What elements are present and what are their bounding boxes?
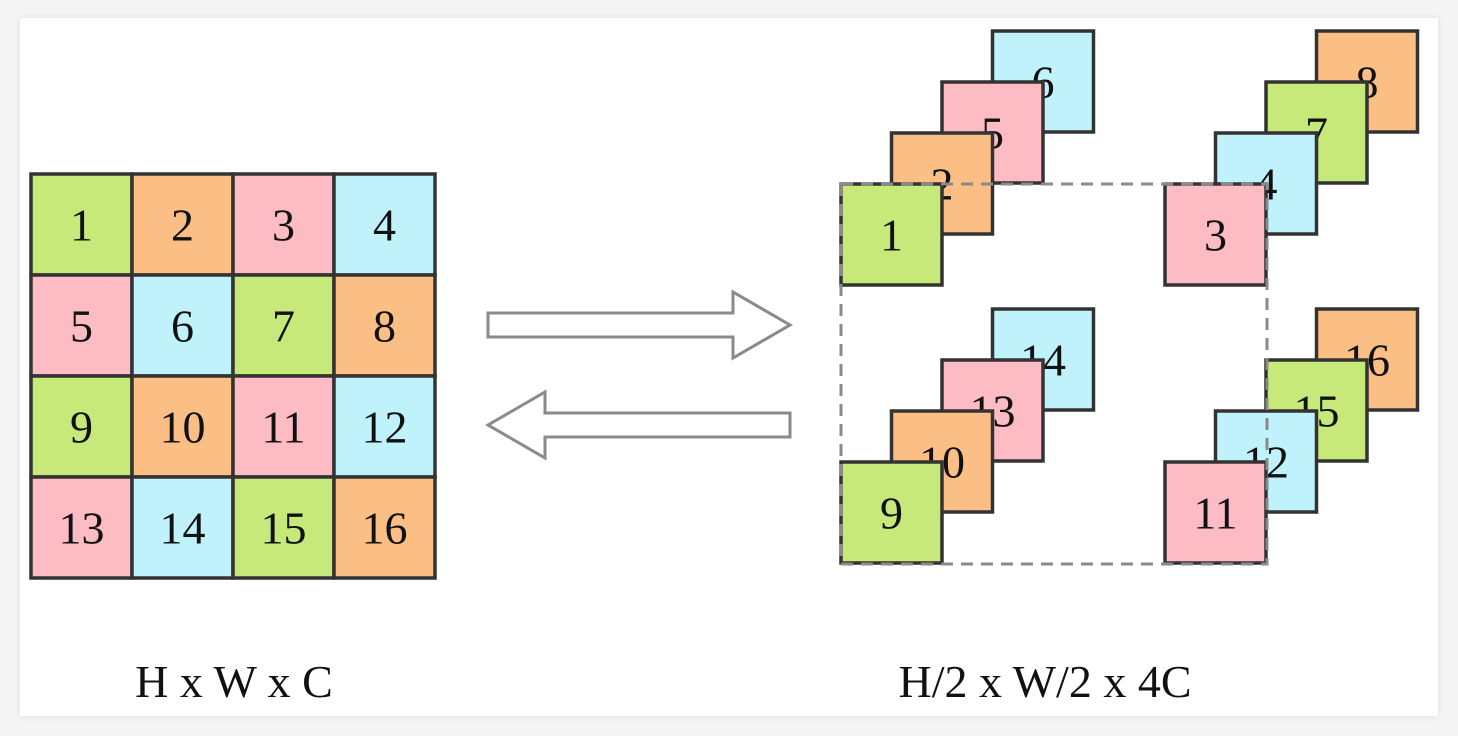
grid-cell-6-label: 6 bbox=[171, 301, 194, 352]
grid-cell-1-box bbox=[29, 172, 134, 277]
grid-cell-7: 7 bbox=[231, 273, 336, 378]
stack-card-9-label: 9 bbox=[880, 488, 903, 539]
grid-cell-1-label: 1 bbox=[70, 200, 93, 251]
stack-card-9: 9 bbox=[839, 460, 944, 565]
grid-cell-1: 1 bbox=[29, 172, 134, 277]
grid-cell-3: 3 bbox=[231, 172, 336, 277]
input-shape-label: H x W x C bbox=[135, 656, 333, 707]
grid-cell-13: 13 bbox=[29, 475, 134, 580]
grid-cell-10-box bbox=[130, 374, 235, 479]
grid-cell-12-box bbox=[332, 374, 437, 479]
stack-card-3-box bbox=[1163, 182, 1268, 287]
grid-cell-2: 2 bbox=[130, 172, 235, 277]
stack-group-4: 16151211 bbox=[1163, 307, 1420, 565]
grid-cell-4-label: 4 bbox=[373, 200, 396, 251]
grid-cell-10: 10 bbox=[130, 374, 235, 479]
grid-cell-2-label: 2 bbox=[171, 200, 194, 251]
grid-cell-7-label: 7 bbox=[272, 301, 295, 352]
grid-cell-11-label: 11 bbox=[261, 402, 305, 453]
output-stacks: 6521 8743 1413109 16151211 bbox=[839, 29, 1420, 565]
dashed-outline bbox=[839, 182, 1269, 566]
grid-cell-15-box bbox=[231, 475, 336, 580]
grid-cell-10-label: 10 bbox=[160, 402, 206, 453]
grid-cell-12-label: 12 bbox=[362, 402, 408, 453]
grid-cell-16-box bbox=[332, 475, 437, 580]
output-shape-label: H/2 x W/2 x 4C bbox=[898, 656, 1191, 707]
grid-cell-9: 9 bbox=[29, 374, 134, 479]
grid-cell-11: 11 bbox=[231, 374, 336, 479]
grid-cell-16-label: 16 bbox=[362, 503, 408, 554]
grid-cell-12: 12 bbox=[332, 374, 437, 479]
stack-group-3: 1413109 bbox=[839, 307, 1096, 565]
grid-cell-4: 4 bbox=[332, 172, 437, 277]
left-arrow-icon bbox=[485, 389, 792, 461]
grid-cell-3-label: 3 bbox=[272, 200, 295, 251]
grid-cell-2-box bbox=[130, 172, 235, 277]
grid-cell-5: 5 bbox=[29, 273, 134, 378]
grid-cell-8-label: 8 bbox=[373, 301, 396, 352]
grid-cell-14-label: 14 bbox=[160, 503, 206, 554]
grid-cell-14: 14 bbox=[130, 475, 235, 580]
stack-card-11-label: 11 bbox=[1193, 488, 1237, 539]
grid-cell-6: 6 bbox=[130, 273, 235, 378]
stack-card-11-box bbox=[1163, 460, 1268, 565]
grid-cell-8-box bbox=[332, 273, 437, 378]
grid-cell-3-box bbox=[231, 172, 336, 277]
grid-cell-13-box bbox=[29, 475, 134, 580]
grid-cell-15: 15 bbox=[231, 475, 336, 580]
stack-card-1: 1 bbox=[839, 182, 944, 287]
right-arrow-icon bbox=[486, 289, 793, 361]
stack-group-2: 8743 bbox=[1163, 29, 1420, 287]
stack-card-1-label: 1 bbox=[880, 210, 903, 261]
stack-group-1: 6521 bbox=[839, 29, 1096, 287]
arrows bbox=[485, 289, 793, 461]
grid-cell-13-label: 13 bbox=[59, 503, 105, 554]
grid-cell-15-label: 15 bbox=[261, 503, 307, 554]
grid-cell-14-box bbox=[130, 475, 235, 580]
grid-cell-5-label: 5 bbox=[70, 301, 93, 352]
grid-cell-9-label: 9 bbox=[70, 402, 93, 453]
stack-card-3-label: 3 bbox=[1204, 210, 1227, 261]
grid-cell-8: 8 bbox=[332, 273, 437, 378]
stack-card-11: 11 bbox=[1163, 460, 1268, 565]
grid-cell-16: 16 bbox=[332, 475, 437, 580]
stack-card-3: 3 bbox=[1163, 182, 1268, 287]
